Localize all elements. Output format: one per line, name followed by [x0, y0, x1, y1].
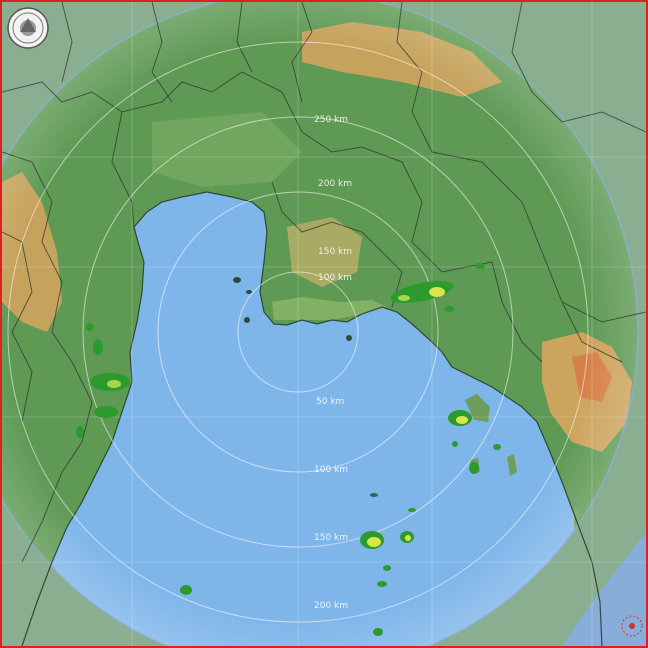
- range-label-north-100: 100 km: [318, 273, 352, 283]
- agency-seal-icon: [7, 7, 49, 49]
- rain-echoes: [76, 263, 501, 636]
- coastline: [21, 191, 603, 646]
- range-label-south-200: 200 km: [314, 601, 348, 611]
- range-label-north-200: 200 km: [318, 179, 352, 189]
- rain-cell-coast-dark: [233, 277, 352, 341]
- range-label-north-150: 150 km: [318, 247, 352, 257]
- rain-cell-west-coast: [76, 323, 130, 438]
- radar-range-edge: [2, 2, 639, 646]
- range-rings: [7, 41, 589, 623]
- rain-cell-northeast: [390, 263, 485, 312]
- rain-cell-island: [448, 410, 501, 474]
- range-label-north-250: 250 km: [314, 115, 348, 125]
- range-label-south-50: 50 km: [316, 397, 344, 407]
- province-borders: [2, 2, 646, 563]
- rain-cell-south: [180, 493, 416, 636]
- scale-marker-icon: [621, 615, 643, 637]
- range-label-south-100: 100 km: [314, 465, 348, 475]
- range-label-south-150: 150 km: [314, 533, 348, 543]
